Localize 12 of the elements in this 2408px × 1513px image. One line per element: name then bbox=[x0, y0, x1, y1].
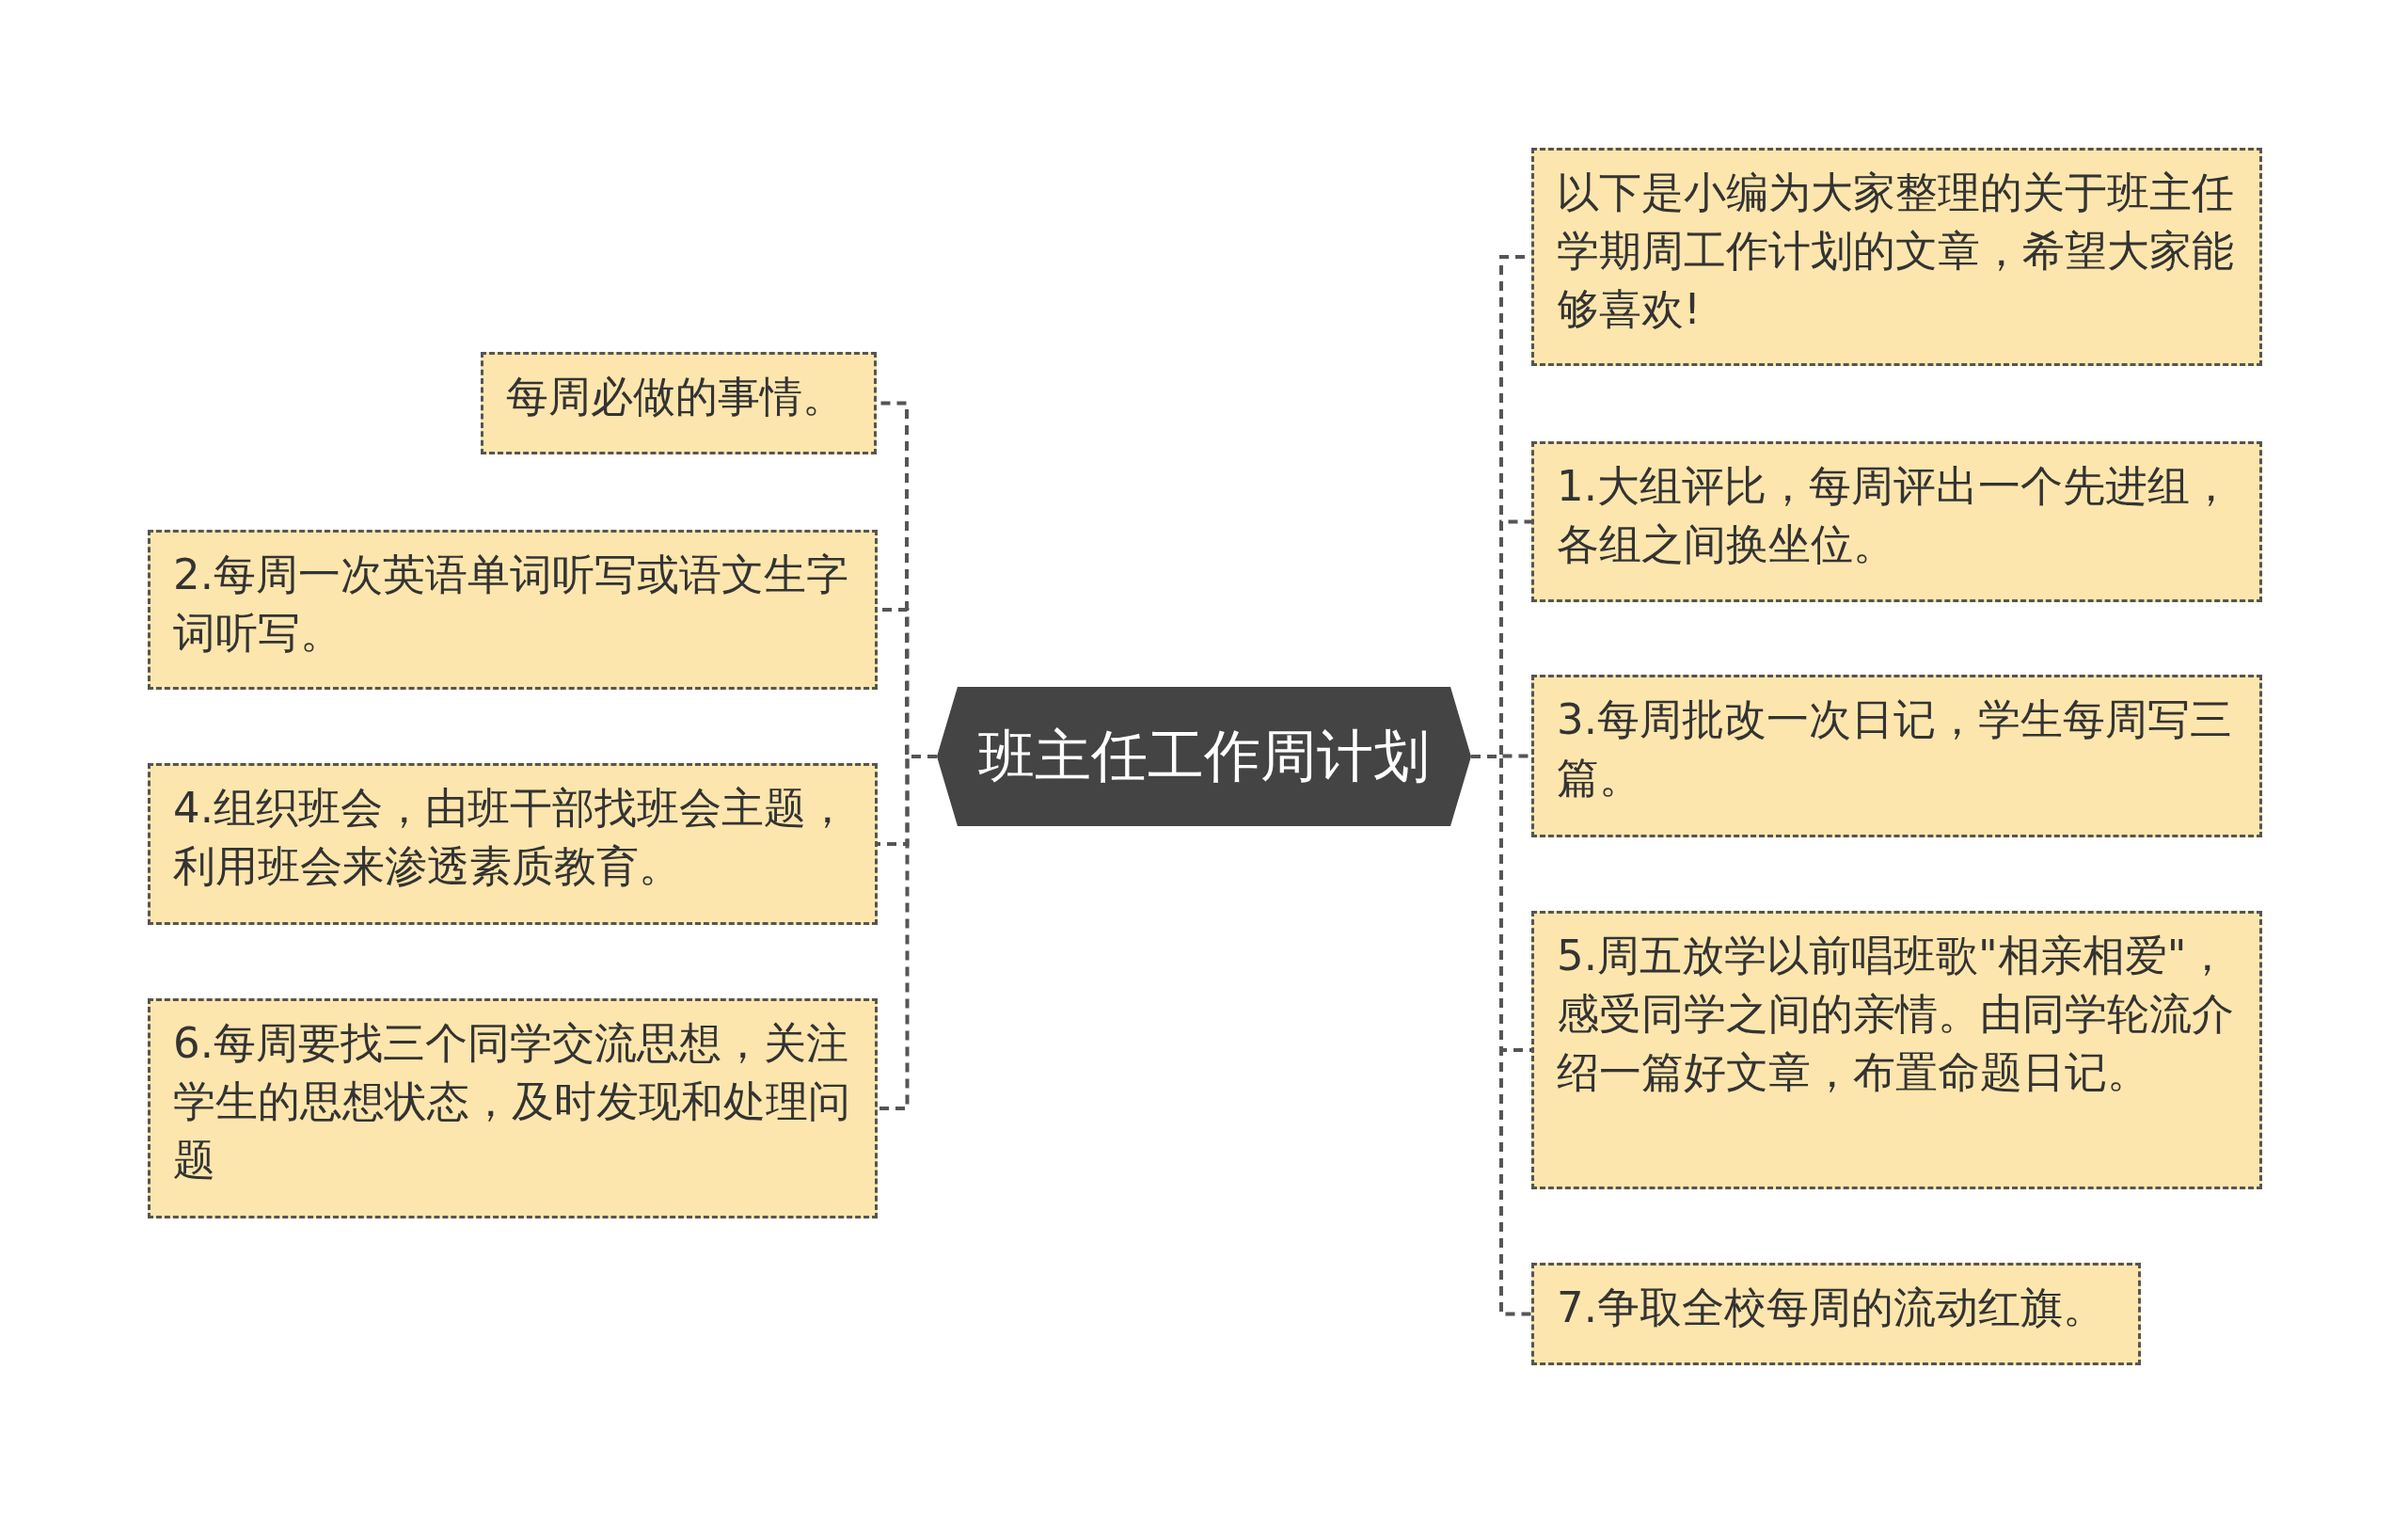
topic-box: 5.周五放学以前唱班歌"相亲相爱"，感受同学之间的亲情。由同学轮流介绍一篇好文章，布置命题日记。 bbox=[1531, 911, 2262, 1189]
topic-hexagon bbox=[937, 687, 1471, 826]
topic-box: 1.大组评比，每周评出一个先进组，各组之间换坐位。 bbox=[1531, 441, 2262, 602]
connector bbox=[878, 755, 937, 1110]
topic-box: 6.每周要找三个同学交流思想，关注学生的思想状态，及时发现和处理问题 bbox=[148, 998, 878, 1218]
topic-box: 7.争取全校每周的流动红旗。 bbox=[1531, 1263, 2141, 1365]
topic-box: 以下是小编为大家整理的关于班主任学期周工作计划的文章，希望大家能够喜欢! bbox=[1531, 148, 2262, 366]
topic-title: 班主任工作周计划 bbox=[978, 721, 1430, 790]
topic-box: 3.每周批改一次日记，学生每周写三篇。 bbox=[1531, 675, 2262, 837]
topic-box: 4.组织班会，由班干部找班会主题，利用班会来渗透素质教育。 bbox=[148, 763, 878, 925]
topic-box: 2.每周一次英语单词听写或语文生字词听写。 bbox=[148, 530, 878, 690]
topic-box: 每周必做的事情。 bbox=[481, 352, 877, 454]
